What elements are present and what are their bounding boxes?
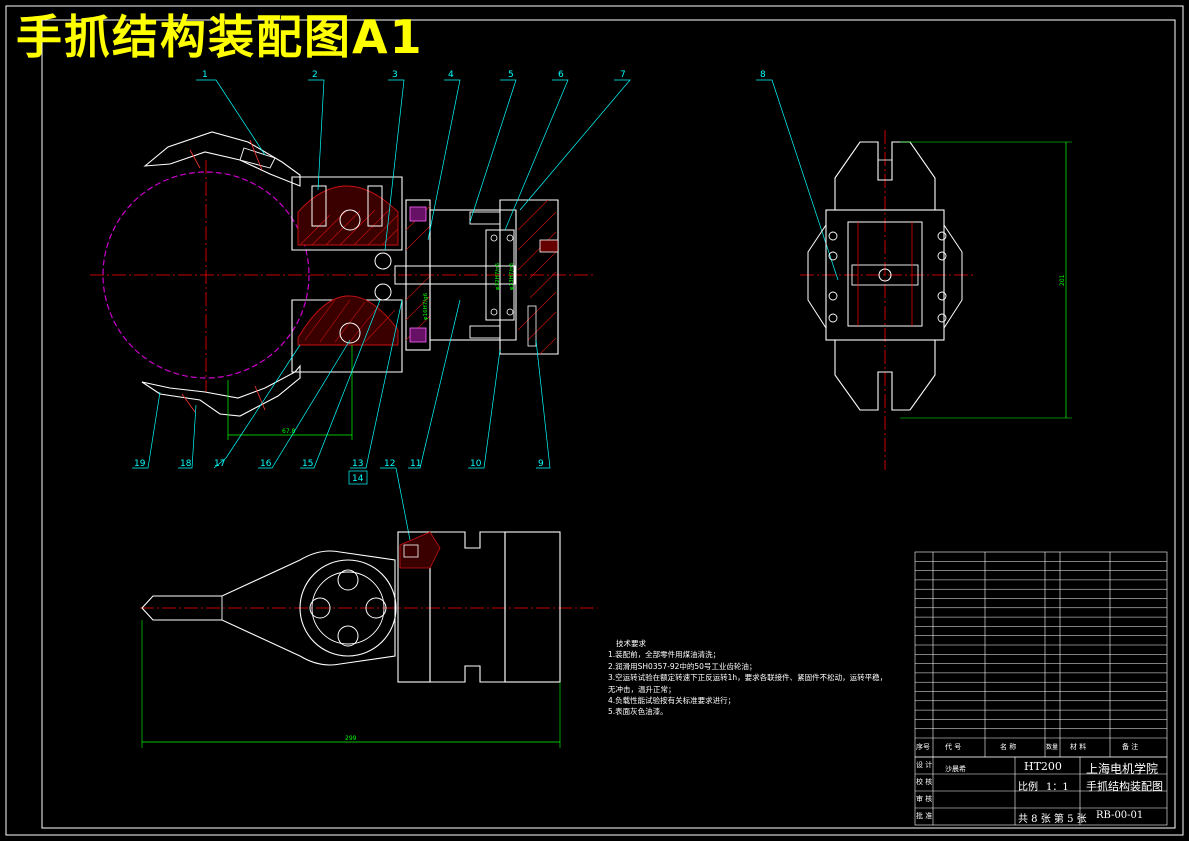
fit-label-1: φ32H7/n6: [495, 262, 501, 290]
workpiece-circle: [102, 171, 310, 379]
row-label-check: 校 核: [916, 778, 933, 786]
header-col-name: 名 称: [1000, 743, 1017, 751]
note-item: 无冲击，温升正常；: [608, 684, 676, 694]
front-view: 67.8 φ32H7/n6 φ13H7/n6 φ16H7/g6: [90, 70, 839, 541]
fit-label-2: φ13H7/n6: [509, 262, 515, 290]
callout-18: 18: [180, 459, 192, 469]
side-view: 201: [800, 130, 1072, 470]
callout-3: 3: [392, 70, 398, 80]
material-value: HT200: [1024, 760, 1062, 773]
technical-notes: 技术要求 1.装配前，全部零件用煤油清洗； 2.润滑用SH0357-92中的50…: [608, 638, 887, 718]
callout-6: 6: [558, 70, 564, 80]
header-col-notes: 备 注: [1122, 743, 1139, 751]
callout-5: 5: [508, 70, 514, 80]
note-item: 2.润滑用SH0357-92中的50号工业齿轮油；: [608, 661, 757, 671]
callout-10: 10: [470, 459, 482, 469]
sheet-info: 共 8 张 第 5 张: [1018, 814, 1087, 825]
designer-name: 沙晨希: [945, 765, 966, 773]
inner-frame: [41, 19, 1176, 829]
callout-12: 12: [384, 459, 395, 469]
callout-7: 7: [620, 70, 626, 80]
note-item: 4.负载性能试验按有关标准要求进行；: [608, 696, 736, 706]
callout-8: 8: [760, 70, 766, 80]
fit-label-3: φ16H7/g6: [423, 292, 429, 320]
callout-14: 14: [352, 474, 364, 484]
callout-11: 11: [410, 459, 421, 469]
drawing-number: RB-00-01: [1096, 810, 1144, 821]
row-label-design: 设 计: [916, 761, 933, 769]
row-label-review: 审 核: [916, 795, 933, 803]
header-col-material: 材 料: [1070, 743, 1087, 751]
outer-frame: [5, 5, 1184, 836]
parts-list: [914, 551, 1168, 826]
parts-list-rows: [915, 561, 1167, 739]
dim-center-distance: 67.8: [282, 428, 296, 435]
callout-9: 9: [538, 459, 544, 469]
callout-2: 2: [312, 70, 318, 80]
header-col-qty: 数量: [1046, 744, 1059, 751]
callout-1: 1: [202, 70, 208, 80]
row-label-approve: 批 准: [916, 812, 933, 820]
school-name: 上海电机学院: [1086, 762, 1159, 776]
dim-overall-height: 201: [1059, 274, 1066, 286]
callout-16: 16: [260, 459, 272, 469]
callout-4: 4: [448, 70, 454, 80]
top-view: 299: [140, 531, 598, 748]
callout-13: 13: [352, 459, 363, 469]
header-col-code: 代 号: [945, 743, 962, 751]
drawing-name: 手抓结构装配图: [1086, 780, 1163, 793]
note-item: 1.装配前，全部零件用煤油清洗；: [608, 650, 721, 660]
scale-value: 1：1: [1046, 782, 1069, 793]
note-item: 3.空运转试验在额定转速下正反运转1h，要求各联接件、紧固件不松动，运转平稳，: [608, 673, 888, 683]
notes-heading: 技术要求: [616, 639, 646, 648]
callout-15: 15: [302, 459, 313, 469]
callout-17: 17: [214, 459, 225, 469]
callout-19: 19: [134, 459, 146, 469]
drawing-title: 手抓结构装配图A1: [16, 10, 424, 64]
dim-overall-length: 299: [345, 735, 357, 742]
scale-label: 比例: [1018, 782, 1038, 793]
note-item: 5.表面灰色油漆。: [608, 707, 668, 717]
header-col-index: 序号: [916, 743, 930, 751]
